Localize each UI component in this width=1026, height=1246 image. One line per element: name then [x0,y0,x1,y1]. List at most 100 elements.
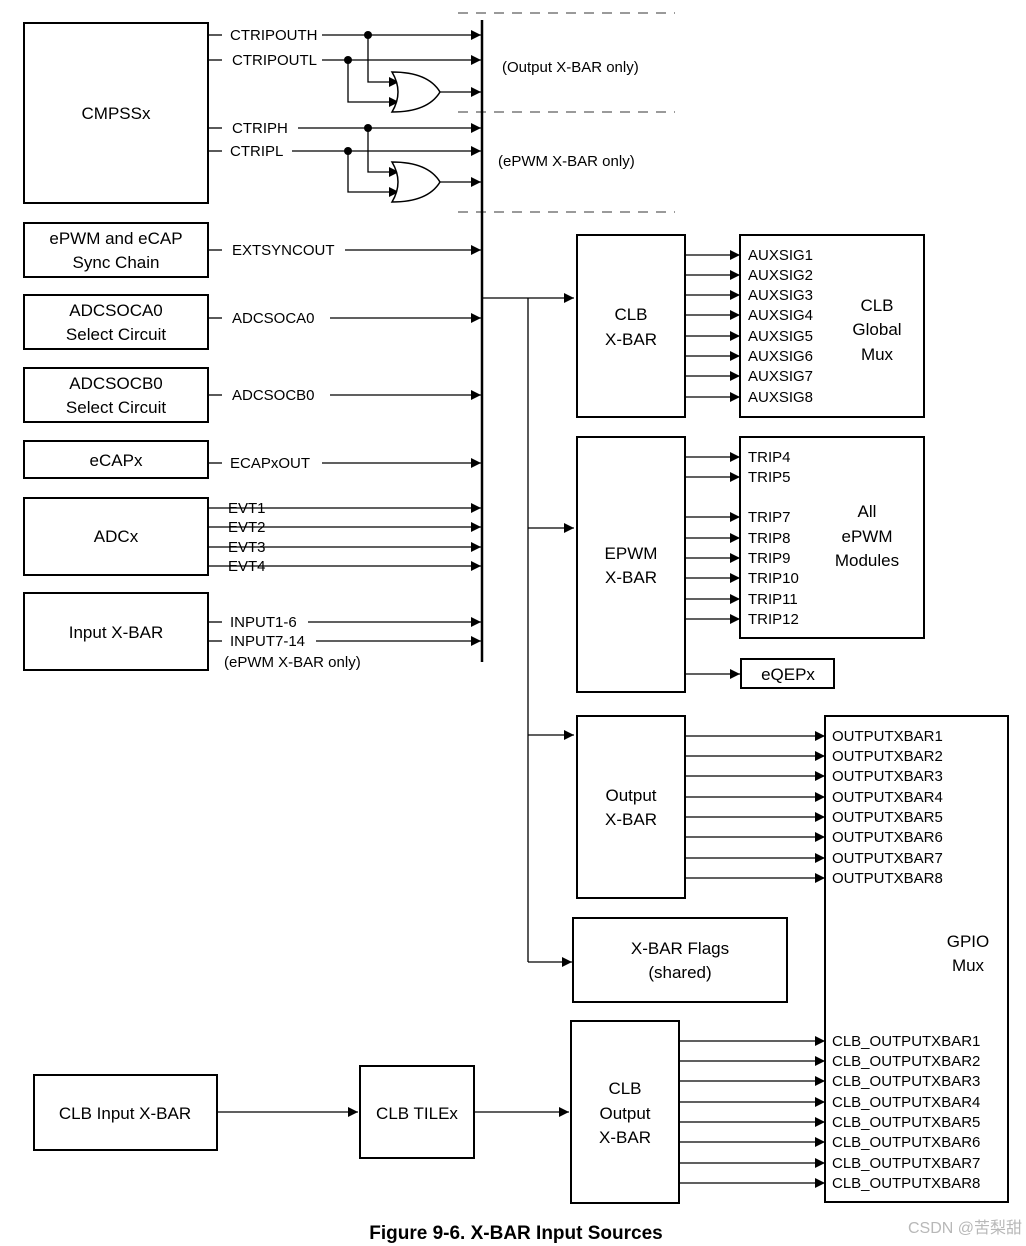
input7-14-label: INPUT7-14 [230,633,305,650]
note-output-xbar-only: (Output X-BAR only) [502,59,639,76]
clb-xbar-label-line1: CLB [614,305,647,324]
sync-chain-label-line1: ePWM and eCAP [49,229,182,248]
clb-outputxbar6-label: CLB_OUTPUTXBAR6 [832,1134,980,1151]
clb-outputxbar2-label: CLB_OUTPUTXBAR2 [832,1053,980,1070]
adcsocb-label-line2: Select Circuit [66,398,166,417]
outputxbar8-label: OUTPUTXBAR8 [832,870,943,887]
or2-input-a [367,128,399,177]
auxsig1-label: AUXSIG1 [748,247,813,264]
trip10-label: TRIP10 [748,570,799,587]
clb-global-mux-label-line2: Global [852,320,901,339]
gpio-mux-label-line2: Mux [952,956,985,975]
xbar-flags-label-line2: (shared) [648,963,711,982]
ecapxout-label: ECAPxOUT [230,455,310,472]
auxsig8-label: AUXSIG8 [748,389,813,406]
xbar-flags-label-line1: X-BAR Flags [631,939,729,958]
adcsoca-signal-label: ADCSOCA0 [232,310,315,327]
clb-outputxbar3-label: CLB_OUTPUTXBAR3 [832,1073,980,1090]
ctripouth-label: CTRIPOUTH [230,27,318,44]
evt2-label: EVT2 [228,519,266,536]
adcsocb-label-line1: ADCSOCB0 [69,374,163,393]
clb-output-xbar-label-line2: Output [599,1104,650,1123]
trip4-label: TRIP4 [748,449,791,466]
input1-6-label: INPUT1-6 [230,614,297,631]
all-epwm-label-line3: Modules [835,551,899,570]
evt4-label: EVT4 [228,558,266,575]
output-xbar-label-line2: X-BAR [605,810,657,829]
adcsoca-block [23,294,209,350]
or-gate-output-xbar [390,71,441,113]
or2-input-b [347,151,399,197]
ctripoutl-label: CTRIPOUTL [232,52,317,69]
extsyncout-label: EXTSYNCOUT [232,242,335,259]
all-epwm-label-line1: All [858,502,877,521]
eqep-block [740,658,835,689]
ecap-label: eCAPx [90,451,143,470]
outputxbar4-label: OUTPUTXBAR4 [832,789,943,806]
clb-global-mux-label-line1: CLB [860,296,893,315]
outputxbar6-label: OUTPUTXBAR6 [832,829,943,846]
input-xbar-label: Input X-BAR [69,623,164,642]
evt3-label: EVT3 [228,539,266,556]
clb-input-xbar-block [33,1074,218,1151]
epwm-xbar-label-line1: EPWM [605,544,658,563]
note-epwm-xbar-only: (ePWM X-BAR only) [498,153,635,170]
or-gate-epwm-xbar [390,161,441,203]
adcsocb-signal-label: ADCSOCB0 [232,387,315,404]
ctripl-label: CTRIPL [230,143,283,160]
eqep-label: eQEPx [761,665,815,684]
clb-tile-block [359,1065,475,1159]
clb-global-mux-block [739,234,925,418]
epwm-xbar-block [576,436,686,693]
output-xbar-label-line1: Output [605,786,656,805]
clb-xbar-label-line2: X-BAR [605,330,657,349]
auxsig5-label: AUXSIG5 [748,328,813,345]
clb-outputxbar4-label: CLB_OUTPUTXBAR4 [832,1094,980,1111]
outputxbar2-label: OUTPUTXBAR2 [832,748,943,765]
gpio-mux-block [824,715,1009,1203]
trip8-label: TRIP8 [748,530,791,547]
cmpss-label: CMPSSx [82,104,151,123]
adcsocb-block [23,367,209,423]
epwm-xbar-label-line2: X-BAR [605,568,657,587]
clb-outputxbar5-label: CLB_OUTPUTXBAR5 [832,1114,980,1131]
clb-output-xbar-block [570,1020,680,1204]
auxsig6-label: AUXSIG6 [748,348,813,365]
input-xbar-block [23,592,209,671]
auxsig2-label: AUXSIG2 [748,267,813,284]
trip11-label: TRIP11 [748,591,798,608]
ctriph-label: CTRIPH [232,120,288,137]
clb-output-xbar-label-line3: X-BAR [599,1128,651,1147]
clb-xbar-block [576,234,686,418]
clb-outputxbar1-label: CLB_OUTPUTXBAR1 [832,1033,980,1050]
or1-input-a [367,35,399,87]
clb-input-xbar-label: CLB Input X-BAR [59,1104,191,1123]
or1-input-b [347,60,399,107]
outputxbar7-label: OUTPUTXBAR7 [832,850,943,867]
evt1-label: EVT1 [228,500,266,517]
adc-label: ADCx [94,527,139,546]
auxsig7-label: AUXSIG7 [748,368,813,385]
trip5-label: TRIP5 [748,469,791,486]
all-epwm-modules-block [739,436,925,639]
outputxbar3-label: OUTPUTXBAR3 [832,768,943,785]
all-epwm-label-line2: ePWM [842,527,893,546]
cmpss-block [23,22,209,204]
watermark: CSDN @苦梨甜 [908,1219,1022,1237]
clb-tile-label: CLB TILEx [376,1104,458,1123]
adc-block [23,497,209,576]
sync-chain-block [23,222,209,278]
ecap-block [23,440,209,479]
outputxbar1-label: OUTPUTXBAR1 [832,728,943,745]
adcsoca-label-line2: Select Circuit [66,325,166,344]
clb-outputxbar7-label: CLB_OUTPUTXBAR7 [832,1155,980,1172]
trip7-label: TRIP7 [748,509,791,526]
gpio-mux-label-line1: GPIO [947,932,990,951]
auxsig4-label: AUXSIG4 [748,307,813,324]
auxsig3-label: AUXSIG3 [748,287,813,304]
figure-caption: Figure 9-6. X-BAR Input Sources [369,1223,662,1244]
clb-outputxbar8-label: CLB_OUTPUTXBAR8 [832,1175,980,1192]
adcsoca-label-line1: ADCSOCA0 [69,301,163,320]
clb-output-xbar-label-line1: CLB [608,1079,641,1098]
